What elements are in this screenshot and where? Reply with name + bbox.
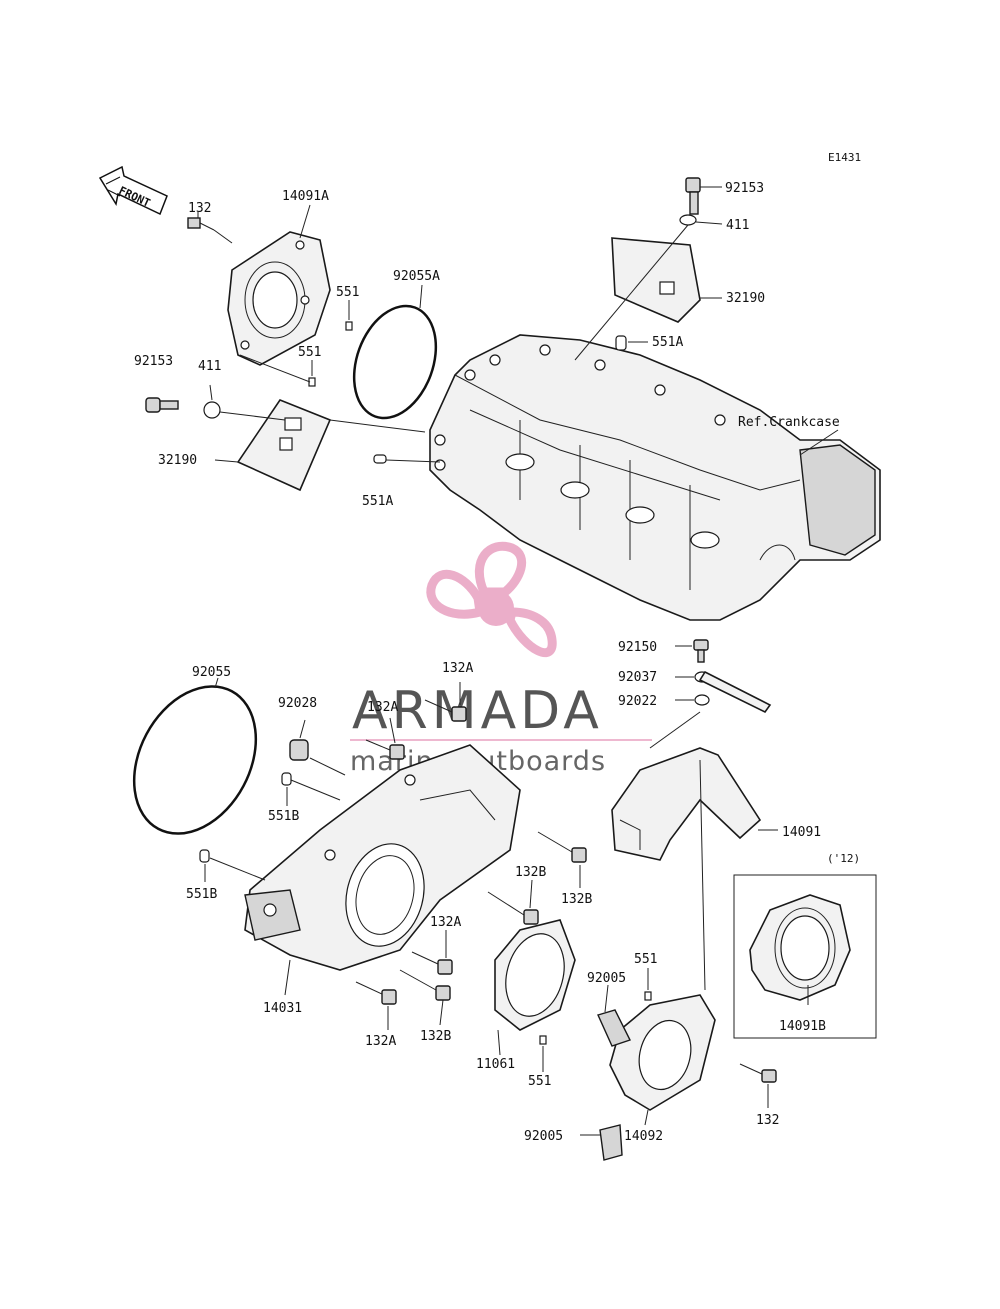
leader-ref-crankcase xyxy=(799,429,839,456)
label-92028: 92028 xyxy=(278,696,317,711)
bolt-132B-center xyxy=(487,891,539,925)
leader-14091A xyxy=(299,204,311,239)
part-14091-bracket xyxy=(611,747,762,861)
part-14091B-cover xyxy=(749,894,851,1001)
label-92153-right: 92153 xyxy=(725,181,764,196)
label-92055: 92055 xyxy=(192,665,231,680)
label-132A-bottom: 132A xyxy=(365,1034,396,1049)
bolt-132A-mid xyxy=(365,739,405,760)
label-92055A: 92055A xyxy=(393,269,440,284)
oring-92055A xyxy=(352,304,438,420)
armada-logo xyxy=(426,541,557,657)
watermark-brand: ARMADA xyxy=(352,681,603,741)
label-132A-middle: 132A xyxy=(430,915,461,930)
bracket-32190-right xyxy=(611,237,701,323)
label-132-top: 132 xyxy=(188,201,211,216)
label-551-upper: 551 xyxy=(336,285,359,300)
label-92005-upper: 92005 xyxy=(587,971,626,986)
label-551-middle: 551 xyxy=(298,345,321,360)
label-92037: 92037 xyxy=(618,670,657,685)
part-14092-cover xyxy=(609,994,716,1111)
bolt-92153-left xyxy=(145,397,179,413)
label-132B-right: 132B xyxy=(561,892,592,907)
crankcase xyxy=(429,334,881,621)
gasket-11061 xyxy=(494,919,576,1031)
label-ref-crankcase: Ref.Crankcase xyxy=(738,415,840,430)
label-132B-bottom: 132B xyxy=(420,1029,451,1044)
fitting-92005-lower xyxy=(599,1124,623,1161)
fitting-92005-upper xyxy=(597,1009,631,1047)
washer-92022 xyxy=(694,694,710,706)
label-411-right: 411 xyxy=(726,218,749,233)
label-14031: 14031 xyxy=(263,1001,302,1016)
label-32190-left: 32190 xyxy=(158,453,197,468)
label-32190-right: 32190 xyxy=(726,291,765,306)
label-551-lower: 551 xyxy=(528,1074,551,1089)
label-11061: 11061 xyxy=(476,1057,515,1072)
label-14091B: 14091B xyxy=(779,1019,826,1034)
label-132B-center: 132B xyxy=(515,865,546,880)
part-14091A-cover xyxy=(227,231,331,366)
dowel-551B-a xyxy=(281,772,292,786)
plug-92028 xyxy=(289,739,309,761)
dowel-551-right xyxy=(644,991,652,1001)
dowel-551A-left xyxy=(373,454,387,464)
strap xyxy=(698,670,772,714)
label-14091A: 14091A xyxy=(282,189,329,204)
diagram-code: E1431 xyxy=(828,151,861,164)
bolt-132A-upper xyxy=(424,699,467,722)
label-551B-lower: 551B xyxy=(186,887,217,902)
bolt-132-top xyxy=(187,217,233,244)
label-551A-left: 551A xyxy=(362,494,393,509)
label-411-left: 411 xyxy=(198,359,221,374)
label-132A-left: 132A xyxy=(367,700,398,715)
dowel-551B-b xyxy=(199,849,210,863)
bolt-92150 xyxy=(693,639,709,663)
note-12: ('12) xyxy=(827,852,860,865)
label-92153-left: 92153 xyxy=(134,354,173,369)
bracket-32190-left xyxy=(236,399,332,492)
dowel-551-a xyxy=(345,321,353,331)
label-551B-upper: 551B xyxy=(268,809,299,824)
front-arrow-icon xyxy=(98,165,168,216)
label-14091: 14091 xyxy=(782,825,821,840)
washer-411-left xyxy=(203,401,221,419)
oring-92055 xyxy=(132,685,258,835)
bolt-132B-right xyxy=(537,831,587,863)
label-132A-top: 132A xyxy=(442,661,473,676)
washer-411-right xyxy=(679,214,697,226)
label-92150: 92150 xyxy=(618,640,657,655)
bolt-132A-bottom xyxy=(355,981,397,1005)
label-551A-right: 551A xyxy=(652,335,683,350)
label-92022: 92022 xyxy=(618,694,657,709)
bolt-92153-right xyxy=(685,177,701,215)
bolt-132-lower-right xyxy=(739,1063,777,1083)
dowel-551-lower xyxy=(539,1035,547,1045)
label-14092: 14092 xyxy=(624,1129,663,1144)
label-132-lower-right: 132 xyxy=(756,1113,779,1128)
label-92005-lower: 92005 xyxy=(524,1129,563,1144)
part-14031-cover xyxy=(244,744,521,971)
label-551-right: 551 xyxy=(634,952,657,967)
dowel-551A-right xyxy=(615,335,627,351)
inset-box-12 xyxy=(733,874,877,1039)
bolt-132A-lower xyxy=(411,951,453,975)
